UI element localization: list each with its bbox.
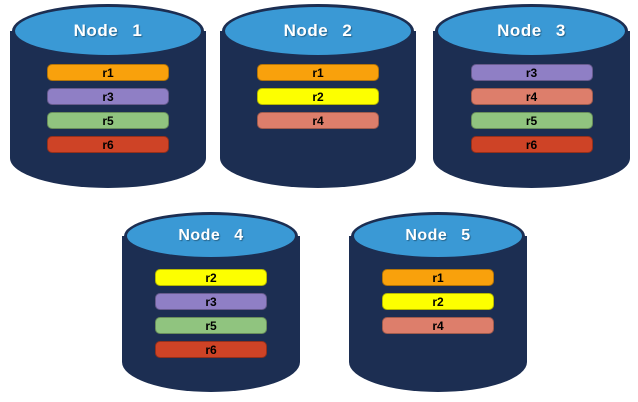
replica-bar-r3: r3 — [470, 64, 593, 81]
node-3-title: Node 3 — [497, 21, 566, 40]
replica-bar-r4: r4 — [382, 317, 494, 334]
replica-bar-r2: r2 — [382, 293, 494, 310]
node-3-cylinder: Node 3 r3 r4 r5 r6 — [433, 4, 630, 188]
node-5-top-ellipse: Node 5 — [351, 212, 525, 260]
node-5-title: Node 5 — [405, 227, 471, 244]
replica-bar-r5: r5 — [155, 317, 267, 334]
node-1-title: Node 1 — [73, 21, 143, 40]
replica-bar-r4: r4 — [257, 112, 379, 129]
node-4-title: Node 4 — [178, 227, 244, 244]
node-2-replica-list: r1 r2 r4 — [220, 64, 416, 129]
replica-bar-r3: r3 — [47, 88, 169, 105]
node-5-cylinder: Node 5 r1 r2 r4 — [349, 212, 527, 392]
node-1-top-ellipse: Node 1 — [12, 4, 204, 58]
node-3-replica-list: r3 r4 r5 r6 — [433, 64, 630, 153]
node-5-replica-list: r1 r2 r4 — [349, 269, 527, 334]
replica-bar-r2: r2 — [155, 269, 267, 286]
node-2-cylinder: Node 2 r1 r2 r4 — [220, 4, 416, 188]
node-2-top-ellipse: Node 2 — [222, 4, 414, 58]
replica-bar-r3: r3 — [155, 293, 267, 310]
replica-bar-r6: r6 — [470, 136, 593, 153]
node-4-cylinder: Node 4 r2 r3 r5 r6 — [122, 212, 300, 392]
node-4-replica-list: r2 r3 r5 r6 — [122, 269, 300, 358]
replica-bar-r5: r5 — [470, 112, 593, 129]
replica-bar-r4: r4 — [470, 88, 593, 105]
node-2-title: Node 2 — [283, 21, 353, 40]
replica-bar-r6: r6 — [47, 136, 169, 153]
node-3-top-ellipse: Node 3 — [435, 4, 628, 58]
node-5-cylinder-body — [349, 236, 527, 392]
replica-bar-r1: r1 — [257, 64, 379, 81]
node-4-top-ellipse: Node 4 — [124, 212, 298, 260]
node-1-replica-list: r1 r3 r5 r6 — [10, 64, 206, 153]
node-4-cylinder-body — [122, 236, 300, 392]
node-1-cylinder: Node 1 r1 r3 r5 r6 — [10, 4, 206, 188]
replica-bar-r1: r1 — [382, 269, 494, 286]
replica-bar-r6: r6 — [155, 341, 267, 358]
replica-bar-r5: r5 — [47, 112, 169, 129]
replica-bar-r1: r1 — [47, 64, 169, 81]
replica-bar-r2: r2 — [257, 88, 379, 105]
